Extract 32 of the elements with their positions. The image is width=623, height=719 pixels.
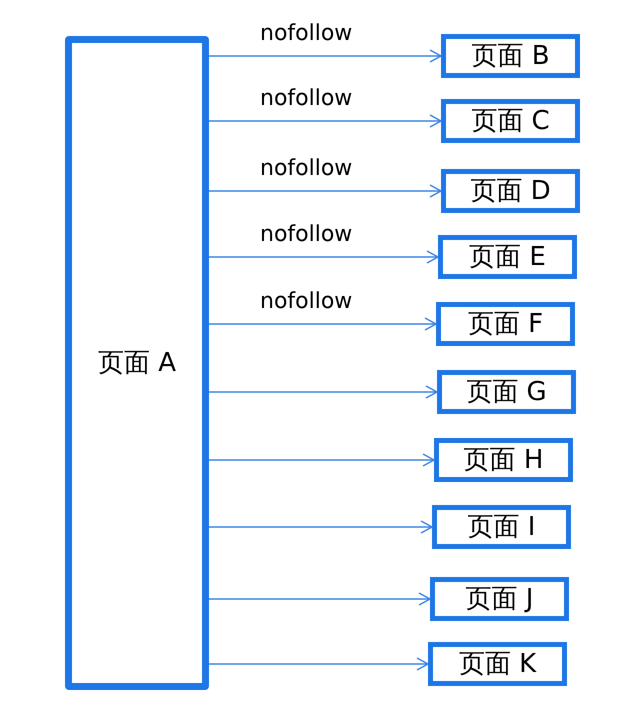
arrow	[209, 114, 442, 128]
page-label: 页面 J	[466, 586, 534, 612]
page-label: 页面 B	[471, 43, 550, 69]
page-label: 页面 D	[470, 178, 551, 204]
page-box	[441, 34, 580, 78]
page-label: 页面 K	[458, 651, 536, 677]
arrow	[209, 453, 435, 467]
page-label: 页面 I	[468, 514, 536, 540]
arrow	[209, 49, 442, 63]
page-box	[434, 438, 573, 482]
arrow	[209, 184, 442, 198]
page-box	[432, 505, 571, 549]
page-box	[441, 169, 580, 213]
page-label: 页面 A	[98, 350, 176, 376]
page-box	[437, 370, 576, 414]
page-box	[428, 642, 567, 686]
arrow	[209, 592, 431, 606]
arrow	[209, 520, 433, 534]
page-box	[438, 235, 577, 279]
page-label: 页面 H	[464, 447, 544, 473]
page-box	[430, 577, 569, 621]
arrow	[209, 657, 429, 671]
page-label: 页面 E	[469, 244, 546, 270]
page-label: 页面 G	[466, 379, 547, 405]
page-label: 页面 C	[471, 108, 550, 134]
arrow	[209, 250, 439, 264]
arrow	[209, 317, 437, 331]
arrow	[209, 385, 438, 399]
page-box	[441, 99, 580, 143]
page-box	[436, 302, 575, 346]
page-box	[65, 36, 209, 690]
page-label: 页面 F	[468, 311, 544, 337]
